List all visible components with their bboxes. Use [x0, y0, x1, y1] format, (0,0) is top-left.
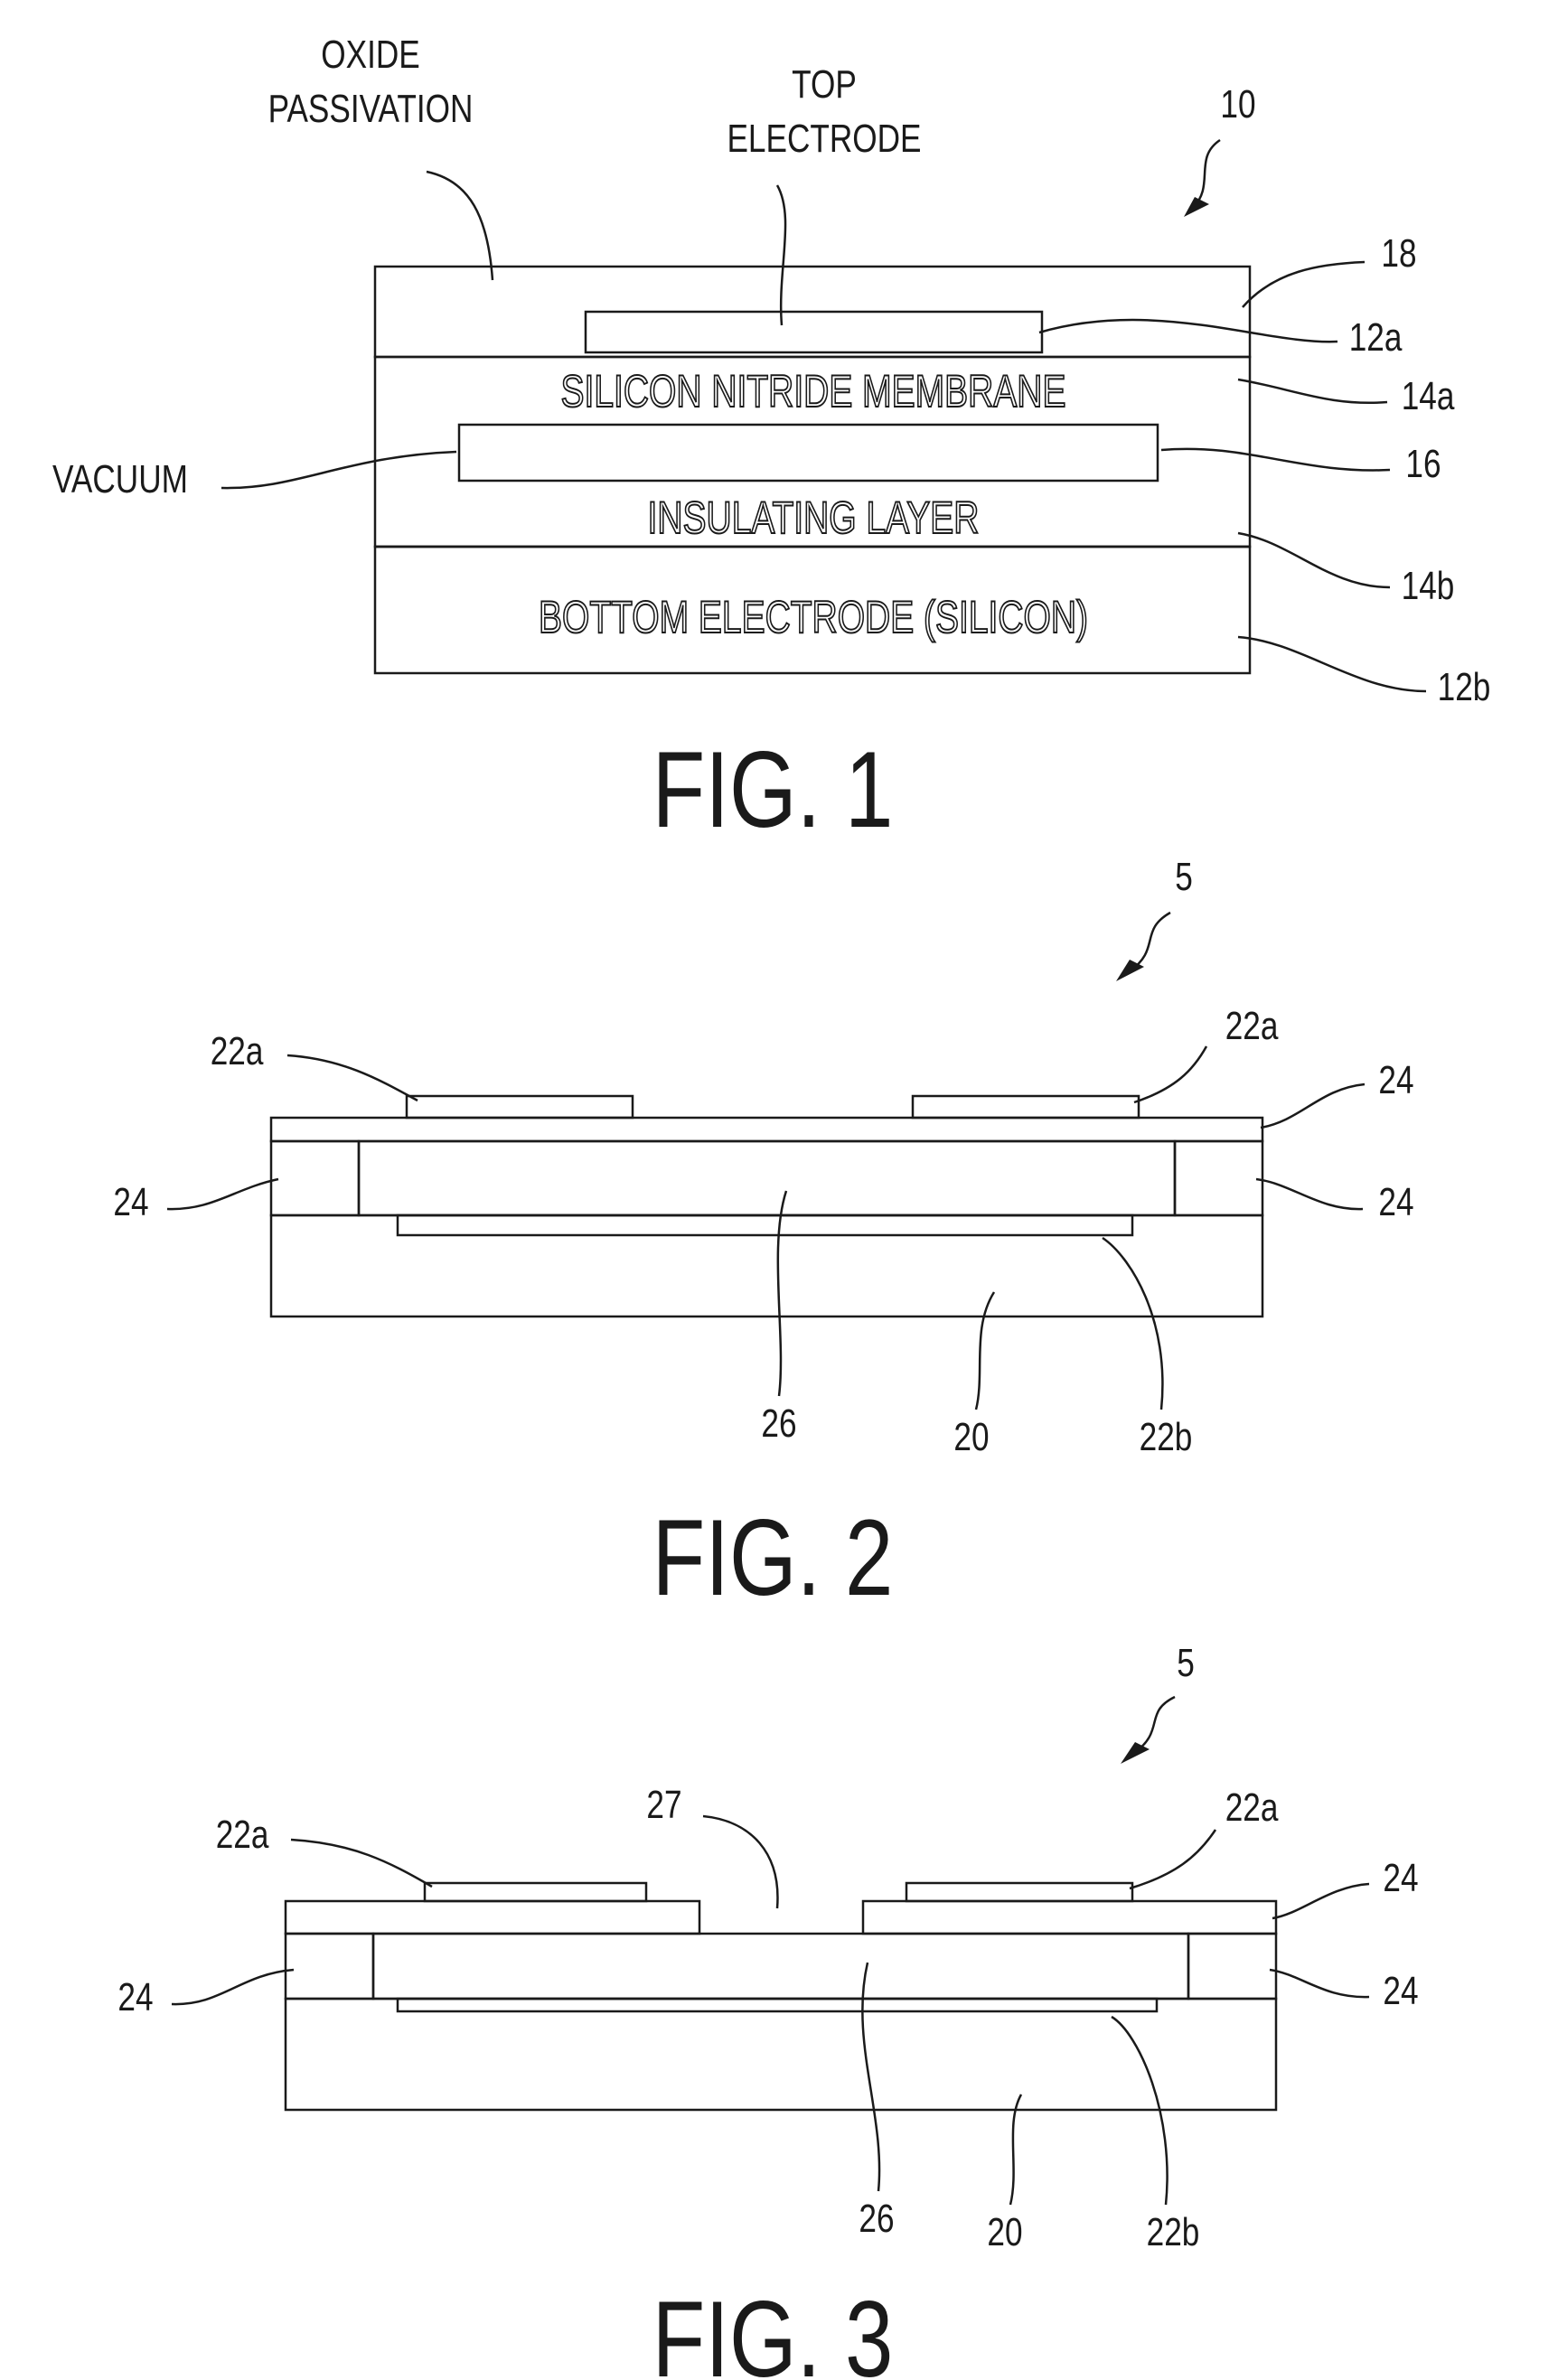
- fig2-leader-22a-right: [1134, 1046, 1206, 1102]
- fig1-label-14b: 14b: [1402, 564, 1455, 608]
- fig2-spacer-left: [271, 1141, 359, 1215]
- fig2-ref-arrow: [1130, 913, 1170, 971]
- fig3-ref-arrow: [1134, 1697, 1175, 1753]
- fig1-group: SILICON NITRIDE MEMBRANE INSULATING LAYE…: [52, 33, 1490, 850]
- fig2-membrane: [271, 1118, 1262, 1141]
- fig3-top-electrode-left: [425, 1883, 646, 1901]
- fig1-leader-12a: [1039, 320, 1337, 342]
- fig1-title: FIG. 1: [652, 730, 894, 851]
- fig3-leader-26: [862, 1963, 879, 2191]
- fig3-label-22a-right: 22a: [1225, 1785, 1279, 1830]
- fig2-bottom-electrode: [398, 1215, 1132, 1235]
- fig1-ref-arrowhead: [1184, 197, 1209, 217]
- fig1-insulating-text: INSULATING LAYER: [648, 492, 980, 543]
- fig2-top-electrode-left: [407, 1096, 633, 1118]
- fig3-ref-arrowhead: [1121, 1742, 1150, 1764]
- fig3-leader-22a-left: [291, 1840, 432, 1887]
- fig3-leader-22a-right: [1130, 1830, 1215, 1888]
- fig2-label-24-top: 24: [1378, 1058, 1413, 1102]
- fig2-leader-24-right: [1256, 1179, 1363, 1209]
- fig2-group: 5 22a 22a 24 24 24 26 20 22b FIG. 2: [113, 855, 1413, 1618]
- fig2-label-22a-right: 22a: [1225, 1004, 1279, 1048]
- fig2-title: FIG. 2: [652, 1498, 894, 1619]
- fig3-leader-24-top: [1272, 1884, 1369, 1918]
- fig1-oxide-leader: [427, 172, 493, 280]
- fig2-label-22b: 22b: [1140, 1415, 1193, 1459]
- fig3-label-24-top: 24: [1383, 1856, 1418, 1900]
- fig2-leader-24-left: [167, 1179, 278, 1209]
- fig2-label-26: 26: [761, 1401, 796, 1446]
- fig1-label-14a: 14a: [1402, 374, 1455, 418]
- fig3-ref-5: 5: [1177, 1641, 1195, 1685]
- fig3-group: 5 22a 27 22a 24 24 24 26 20 22b FIG. 3: [117, 1641, 1418, 2380]
- fig2-top-electrode-right: [913, 1096, 1139, 1118]
- fig3-label-27: 27: [646, 1783, 681, 1827]
- fig3-leader-24-right: [1270, 1970, 1369, 1997]
- fig2-label-20: 20: [953, 1415, 989, 1459]
- fig1-leader-14b: [1238, 533, 1390, 587]
- fig3-leader-20: [1010, 2094, 1021, 2205]
- fig1-label-16: 16: [1405, 442, 1441, 486]
- fig3-cavity: [373, 1934, 1188, 1999]
- fig2-leader-22b: [1103, 1238, 1162, 1410]
- fig2-label-24-left: 24: [113, 1180, 148, 1224]
- fig2-leader-22a-left: [287, 1055, 418, 1101]
- fig1-oxide-label-line1: OXIDE: [321, 33, 420, 77]
- fig3-spacer-right: [1188, 1934, 1276, 1999]
- fig1-oxide-label-line2: PASSIVATION: [268, 87, 474, 131]
- fig3-label-22a-left: 22a: [216, 1813, 269, 1857]
- fig3-label-24-right: 24: [1383, 1969, 1418, 2013]
- fig3-membrane-right: [863, 1901, 1276, 1934]
- fig3-membrane-left: [286, 1901, 699, 1934]
- fig1-top-label-line1: TOP: [792, 62, 857, 107]
- fig3-spacer-left: [286, 1934, 373, 1999]
- fig3-substrate: [286, 1999, 1276, 2110]
- fig2-leader-20: [976, 1292, 994, 1410]
- fig3-label-24-left: 24: [117, 1975, 153, 2019]
- fig2-spacer-right: [1175, 1141, 1262, 1215]
- fig3-title: FIG. 3: [652, 2280, 894, 2380]
- fig2-cavity: [359, 1141, 1175, 1215]
- fig3-leader-27: [703, 1816, 777, 1908]
- fig1-leader-14a: [1238, 379, 1387, 403]
- fig3-label-20: 20: [987, 2210, 1022, 2254]
- fig2-label-22a-left: 22a: [211, 1029, 264, 1073]
- fig1-top-electrode: [586, 312, 1042, 352]
- fig3-leader-24-left: [172, 1970, 294, 2004]
- fig1-label-18: 18: [1381, 231, 1416, 276]
- fig1-bottom-text: BOTTOM ELECTRODE (SILICON): [539, 591, 1088, 642]
- fig1-label-12a: 12a: [1349, 315, 1403, 360]
- fig1-leader-18: [1243, 262, 1365, 307]
- fig2-leader-26: [778, 1191, 786, 1396]
- fig1-ref-arrow: [1193, 140, 1220, 208]
- fig1-membrane-text: SILICON NITRIDE MEMBRANE: [561, 365, 1066, 417]
- fig3-top-electrode-right: [906, 1883, 1132, 1901]
- fig1-vacuum-cavity: [459, 425, 1158, 481]
- fig1-ref-10: 10: [1220, 82, 1255, 126]
- fig1-label-12b: 12b: [1438, 665, 1491, 709]
- fig2-label-24-right: 24: [1378, 1180, 1413, 1224]
- fig1-leader-12b: [1238, 637, 1426, 691]
- fig3-bottom-electrode: [398, 1999, 1157, 2011]
- fig2-substrate: [271, 1215, 1262, 1316]
- fig1-label-vacuum: VACUUM: [52, 457, 188, 501]
- fig1-top-leader: [777, 185, 785, 325]
- fig1-leader-vacuum: [221, 452, 456, 488]
- fig3-label-22b: 22b: [1147, 2210, 1200, 2254]
- fig1-leader-16: [1161, 449, 1390, 471]
- fig2-leader-24-top: [1261, 1084, 1365, 1128]
- fig3-label-26: 26: [859, 2197, 894, 2241]
- fig2-ref-5: 5: [1175, 855, 1193, 899]
- fig1-top-label-line2: ELECTRODE: [727, 117, 921, 161]
